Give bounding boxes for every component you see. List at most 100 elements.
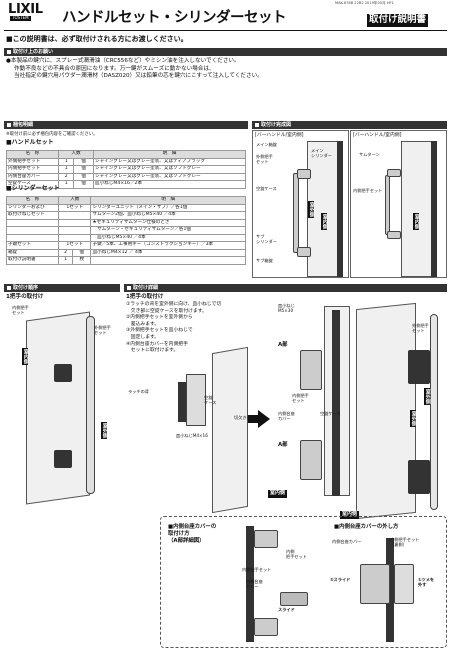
door-edge: [337, 141, 343, 277]
label-empty-case: 空錠ケース: [320, 411, 341, 416]
square-icon: [7, 285, 11, 290]
door-strip: [386, 538, 394, 642]
square-icon: [7, 122, 11, 127]
cell: [6, 233, 59, 242]
brand-logo: LIXIL TOSTEM: [8, 3, 43, 22]
outer-handle-bar: [430, 314, 438, 510]
cell: [57, 226, 92, 235]
label-thumbturn: サムターン: [359, 152, 380, 157]
handle-back: [394, 564, 414, 604]
mount-order-step: 1把手の取付け: [6, 294, 44, 300]
room-outside-label: 室外側: [424, 388, 431, 405]
label-sub-lock: サブ箱錠: [256, 258, 273, 263]
cell: [57, 233, 92, 242]
cell: 2: [57, 172, 75, 181]
cell: 1セット: [57, 203, 92, 212]
cell: 1: [57, 157, 75, 166]
mount-detail-step: 1把手の取付け: [126, 294, 164, 300]
col-name: 名 称: [6, 196, 59, 205]
label-screw-m5: 皿小ねじ M5×30: [278, 303, 295, 313]
handle-base-bottom: [297, 247, 311, 257]
room-inside-label: 室内側: [413, 213, 420, 230]
precautions-heading: 取付け上のお願い: [13, 49, 54, 55]
cover-plate: [360, 564, 390, 604]
square-icon: [255, 122, 259, 127]
inner-base-top: [54, 364, 72, 382]
brand-sub: TOSTEM: [10, 15, 31, 21]
label-empty-case: 空錠ケース: [256, 186, 277, 191]
cell: 2: [57, 248, 74, 257]
cover-piece: [280, 592, 308, 606]
mount-order-bar: 取付け順序: [4, 284, 120, 292]
label-latch-back: ラッチの背: [128, 389, 149, 394]
square-icon: [127, 285, 131, 290]
base-a-top: [300, 350, 322, 390]
cell: 個: [73, 172, 94, 181]
brand-name: LIXIL: [8, 2, 43, 17]
cell: ★セキュリティサムターン仕様のとき: [90, 218, 246, 227]
cell: [90, 256, 246, 265]
label-inner-handle-2: 内側把手セット: [242, 567, 272, 572]
parts-heading: 梱包明細: [13, 122, 34, 128]
cover-detail-box: [160, 516, 447, 648]
col-name: 名 称: [6, 150, 59, 159]
base-a-bottom: [300, 440, 322, 480]
next-arrow-shaft: [248, 415, 258, 423]
label-inner-handle-back: 内側把手セット （裏側）: [390, 537, 420, 547]
cell: シャイングレー又はグレー塗装、又はソフトグレー: [92, 172, 247, 181]
cell: シリンダーユニット（メイン・サブ）／各1個: [90, 203, 246, 212]
cell: 個: [73, 157, 94, 166]
step-line: ④内側台座カバーを内側把手: [126, 341, 188, 347]
completed-figure-right: [バーハンドル/室内側] サムターン 内側把手セット 室内側: [350, 130, 447, 278]
handle-set-heading: ■ハンドルセット: [6, 139, 54, 146]
label-outer-handle: 外側把手 セット: [256, 154, 273, 164]
inner-handle-grip: [385, 175, 390, 235]
inner-handle-bottom: [387, 231, 401, 239]
cell: [6, 226, 59, 235]
mount-detail-bar: 取付け詳細: [124, 284, 447, 292]
door-edge: [431, 141, 437, 277]
cover-attach-heading: ■内側台座カバーの 取付け方 （A部詳細図）: [168, 524, 217, 544]
cell: 取付けねじセット: [6, 211, 59, 220]
cover-remove-figure: 内側台座カバー 内側把手セット （裏側） ②スライド ①ツメを 外す: [330, 534, 445, 644]
label-inner-handle: 内側把手 セット: [12, 305, 29, 315]
col-detail: 明 細: [92, 150, 247, 159]
fig-title: [バーハンドル/室内側]: [353, 133, 402, 138]
label-inner-cover: 内側台座 カバー: [246, 579, 263, 589]
bar-handle: [293, 173, 299, 253]
table-row: 皿小ねじM5×40 ／4本: [6, 233, 246, 242]
cell: 個: [72, 248, 92, 257]
lock-case: [178, 382, 188, 422]
handle-base-top: [254, 530, 278, 548]
label-inner-cover: 内側台座カバー: [332, 539, 362, 544]
parts-note: ※取付け前に必ず梱包内容をご確認ください。: [6, 132, 98, 137]
col-qty: 入数: [58, 150, 94, 159]
header-rule: [4, 30, 447, 31]
mount-detail-steps: ①ラッチの背を室外側に向け、皿小ねじで切 欠き部に空錠ケースを取付けます。 ②内…: [126, 302, 221, 355]
cell: 1: [57, 180, 75, 189]
cell: 皿小ねじM4×16／2本: [92, 180, 247, 189]
outer-base-bottom: [408, 460, 430, 494]
handle-base-top: [297, 169, 311, 179]
detail-figure-door: 外側把手 セット 室外側 室外側: [350, 300, 447, 520]
col-qty: 入数: [57, 196, 92, 205]
mount-detail-heading: 取付け詳細: [133, 285, 159, 291]
completed-bar: 取付け完成図: [252, 121, 447, 129]
label-a-part-top: A部: [278, 342, 288, 348]
room-outside-label-2: 室外側: [410, 410, 417, 427]
parts-bar: 梱包明細: [4, 121, 248, 129]
label-inner-handle: 内側把手 セット: [292, 393, 309, 403]
cell: 皿小ねじM4×12 ／ 4本: [90, 248, 246, 257]
cell: 個: [73, 180, 94, 189]
precautions-text: ●本製品の鍵穴に、スプレー式潤滑油（CRC556など）やミシン油を注入しないでく…: [6, 58, 263, 81]
cell: 個: [73, 165, 94, 174]
precautions-bar: 取付け上のお願い: [4, 48, 447, 56]
cell: サムターン・セキュリティサムターン／各1個: [90, 226, 246, 235]
step-line: 欠き部に空錠ケースを取付けます。: [126, 308, 207, 314]
detail-figure-handle: 皿小ねじ M5×30 A部 A部 内側把手 セット 内側台座 カバー 空錠ケース: [270, 300, 350, 520]
